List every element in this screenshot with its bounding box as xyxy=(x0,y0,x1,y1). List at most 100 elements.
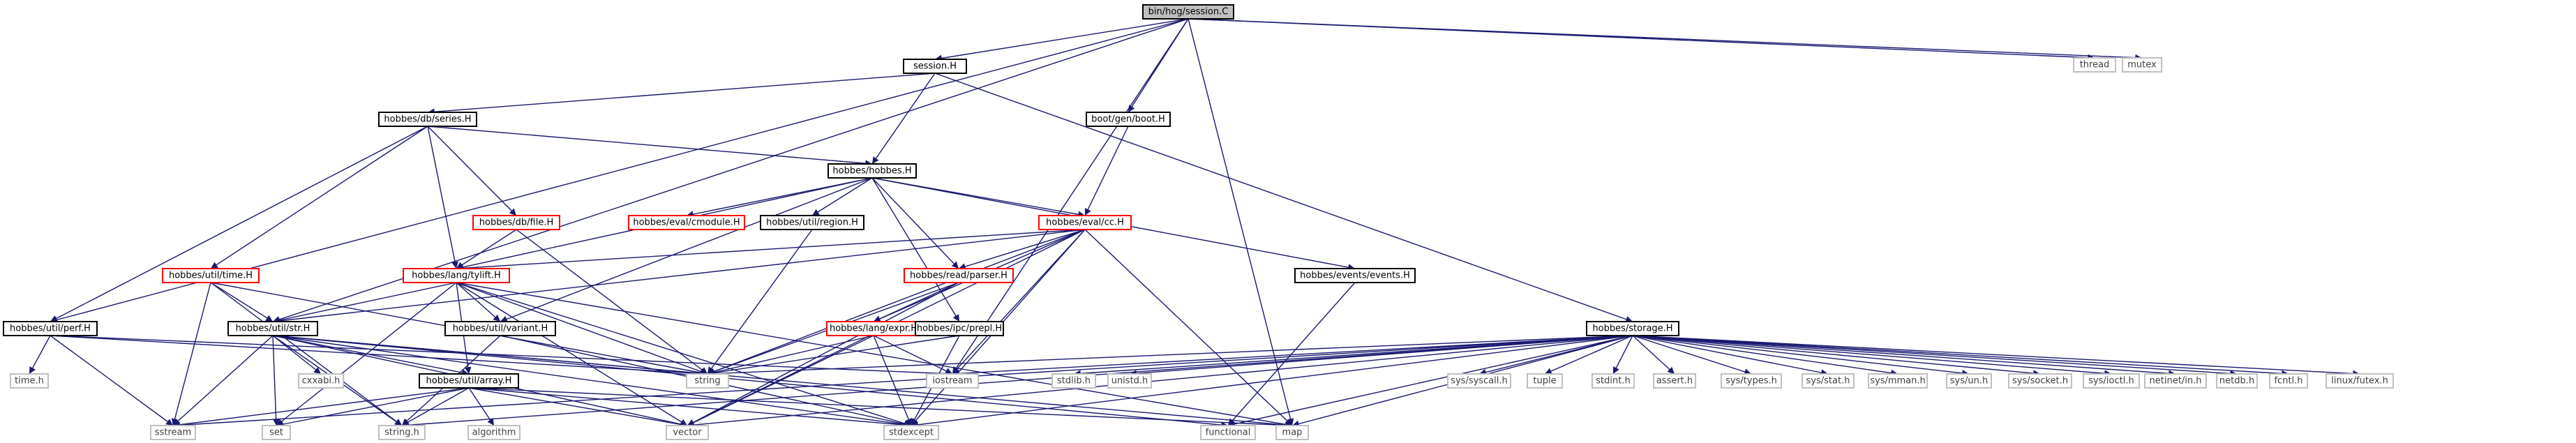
node-label: fcntl.h xyxy=(2274,376,2302,386)
node-label: hobbes/util/time.H xyxy=(169,271,253,281)
edge-storage_H-to-iostream xyxy=(952,335,1633,377)
node-str-H[interactable]: hobbes/util/str.H xyxy=(227,321,318,336)
node-label: tuple xyxy=(1533,376,1556,386)
node-stdint-h: stdint.h xyxy=(1592,373,1635,389)
node-box xyxy=(403,268,510,283)
node-parser-H[interactable]: hobbes/read/parser.H xyxy=(904,268,1014,283)
node-cmodule-H[interactable]: hobbes/eval/cmodule.H xyxy=(628,215,745,230)
edge-str_H-to-functional xyxy=(272,335,1229,428)
edge-storage_H-to-sys_un_h xyxy=(1632,335,1970,377)
node-label: hobbes/storage.H xyxy=(1592,324,1672,334)
node-label: cxxabi.h xyxy=(302,376,340,386)
node-label: session.H xyxy=(913,61,957,72)
node-session-H[interactable]: session.H xyxy=(903,59,967,74)
node-box xyxy=(686,373,729,389)
node-label: hobbes/util/str.H xyxy=(236,324,310,334)
node-region-H[interactable]: hobbes/util/region.H xyxy=(760,215,864,230)
node-label: sstream xyxy=(155,428,191,438)
node-variant-H[interactable]: hobbes/util/variant.H xyxy=(444,321,556,336)
node-box xyxy=(2122,57,2162,73)
node-events-H[interactable]: hobbes/events/events.H xyxy=(1294,268,1416,283)
node-label: sys/mman.h xyxy=(1870,376,1926,386)
node-box xyxy=(915,321,1004,336)
node-label: hobbes/lang/expr.H xyxy=(830,324,918,334)
node-expr-H[interactable]: hobbes/lang/expr.H xyxy=(826,321,921,336)
node-series-H[interactable]: hobbes/db/series.H xyxy=(378,112,477,127)
node-perf-H[interactable]: hobbes/util/perf.H xyxy=(3,321,98,336)
node-box xyxy=(1275,425,1309,440)
node-label: iostream xyxy=(932,376,972,386)
node-prepl-H[interactable]: hobbes/ipc/prepl.H xyxy=(915,321,1004,336)
node-box xyxy=(628,215,745,230)
edge-session_H-to-hobbes_H xyxy=(871,73,936,165)
node-box xyxy=(1107,373,1152,389)
node-box xyxy=(1946,373,1992,389)
node-string: string xyxy=(686,373,729,389)
node-box xyxy=(298,373,344,389)
edge-storage_H-to-sys_socket_h xyxy=(1632,335,2041,377)
edge-series_H-to-file_H xyxy=(427,126,517,216)
node-box xyxy=(1294,268,1416,283)
edge-cc_H-to-str_H xyxy=(272,229,1086,324)
node-label: hobbes/events/events.H xyxy=(1300,271,1410,281)
node-cxxabi-h: cxxabi.h xyxy=(298,373,344,389)
edge-array_H-to-stdexcept xyxy=(468,387,912,429)
node-cc-H[interactable]: hobbes/eval/cc.H xyxy=(1038,215,1132,230)
node-vector: vector xyxy=(666,425,709,440)
node-set: set xyxy=(262,425,291,440)
node-algorithm: algorithm xyxy=(467,425,521,440)
edge-session_C-to-mutex xyxy=(1188,18,2143,61)
node-box xyxy=(378,425,426,440)
node-label: mutex xyxy=(2127,60,2157,70)
edge-storage_H-to-tuple xyxy=(1544,335,1633,375)
edge-session_C-to-iostream xyxy=(952,18,1189,375)
edge-storage_H-to-linux_futex_h xyxy=(1632,335,2360,377)
node-label: linux/futex.h xyxy=(2331,376,2388,386)
node-label: time.h xyxy=(15,376,44,386)
node-box xyxy=(1802,373,1855,389)
node-time-H[interactable]: hobbes/util/time.H xyxy=(162,268,260,283)
node-box xyxy=(1142,4,1234,20)
edge-events_H-to-functional xyxy=(1227,282,1356,426)
edge-tylift_H-to-variant_H xyxy=(456,282,501,322)
edge-expr_H-to-iostream xyxy=(873,335,953,375)
node-label: hobbes/util/region.H xyxy=(766,218,858,228)
edge-expr_H-to-vector xyxy=(687,335,874,426)
node-label: sys/ioctl.h xyxy=(2088,376,2134,386)
node-file-H[interactable]: hobbes/db/file.H xyxy=(472,215,560,230)
node-label: hobbes/db/series.H xyxy=(384,114,471,125)
node-tylift-H[interactable]: hobbes/lang/tylift.H xyxy=(403,268,510,283)
edge-series_H-to-hobbes_H xyxy=(427,126,873,167)
node-label: stdexcept xyxy=(889,428,934,438)
node-array-H[interactable]: hobbes/util/array.H xyxy=(419,373,519,389)
edge-expr_H-to-string xyxy=(707,335,874,376)
node-box xyxy=(419,373,519,389)
node-tuple: tuple xyxy=(1527,373,1563,389)
node-hobbes-H[interactable]: hobbes/hobbes.H xyxy=(828,163,917,179)
node-label: hobbes/eval/cc.H xyxy=(1046,218,1124,228)
edge-time_H-to-string_h xyxy=(210,282,403,426)
edge-str_H-to-map xyxy=(272,335,1293,429)
edge-cc_H-to-tylift_H xyxy=(456,229,1086,272)
node-boot-H[interactable]: boot/gen/boot.H xyxy=(1086,112,1171,127)
node-string-h: string.h xyxy=(378,425,426,440)
node-mutex: mutex xyxy=(2122,57,2162,73)
node-label: string xyxy=(694,376,720,386)
edge-str_H-to-set xyxy=(272,335,280,426)
edge-storage_H-to-vector xyxy=(687,335,1633,428)
node-label: hobbes/util/variant.H xyxy=(453,324,548,334)
edge-cc_H-to-parser_H xyxy=(958,229,1086,270)
node-box xyxy=(1086,112,1171,127)
node-box xyxy=(2269,373,2308,389)
node-box xyxy=(1653,373,1696,389)
node-sys-un-h: sys/un.h xyxy=(1946,373,1992,389)
node-session-C[interactable]: bin/hog/session.C xyxy=(1142,4,1234,20)
node-box xyxy=(10,373,49,389)
edge-storage_H-to-netinet_in_h xyxy=(1632,335,2176,377)
node-storage-H[interactable]: hobbes/storage.H xyxy=(1586,321,1679,336)
node-box xyxy=(1200,425,1256,440)
node-label: set xyxy=(269,428,283,438)
node-box xyxy=(2326,373,2394,389)
node-netinet-in-h: netinet/in.h xyxy=(2144,373,2207,389)
node-label: hobbes/lang/tylift.H xyxy=(412,271,501,281)
